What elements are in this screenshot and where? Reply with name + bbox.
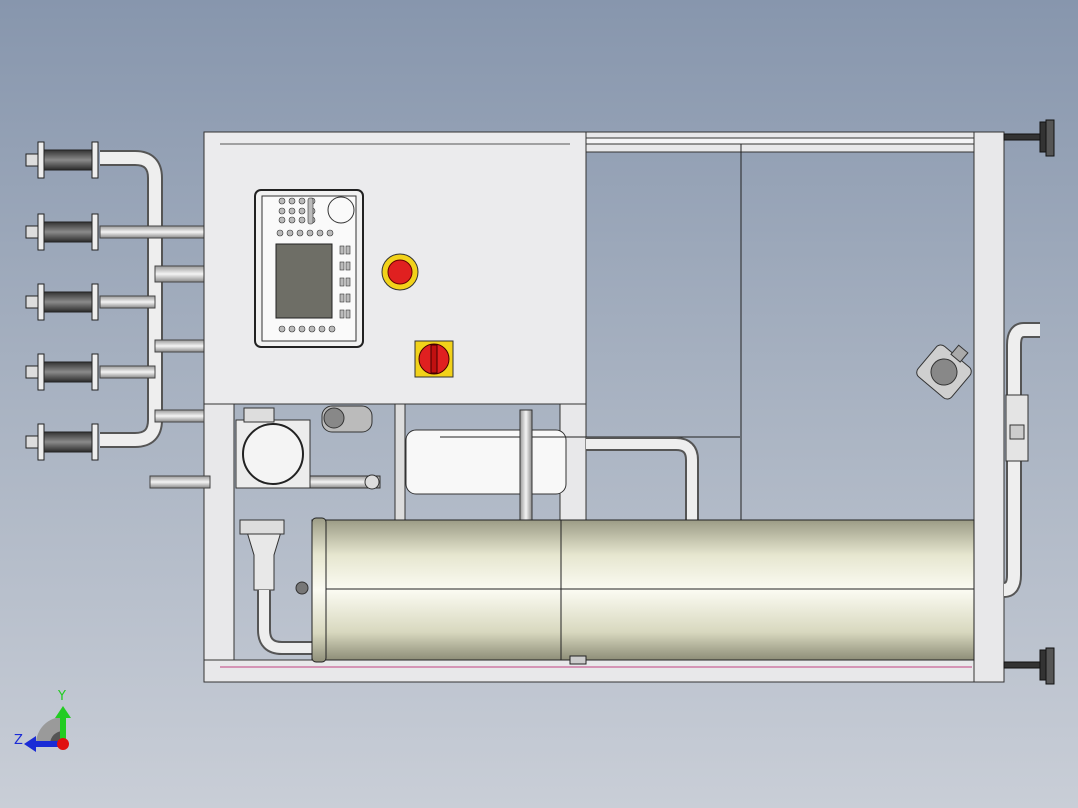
hmi-keypad[interactable] xyxy=(276,197,351,333)
hmi-dpad[interactable] xyxy=(327,196,355,224)
coordinate-triad: Y Z xyxy=(14,689,71,752)
pump-assembly xyxy=(235,405,740,655)
hmi-screen[interactable] xyxy=(275,243,333,319)
y-axis-arrow xyxy=(60,716,66,744)
outlet-piping xyxy=(916,322,1040,598)
leveling-feet xyxy=(1003,119,1055,685)
emergency-stop-button[interactable] xyxy=(381,253,419,291)
valve-actuator xyxy=(916,344,972,400)
z-axis-arrow xyxy=(34,741,62,747)
hmi-panel[interactable] xyxy=(254,189,364,348)
origin-point xyxy=(57,738,69,750)
heat-exchanger-tank xyxy=(311,517,975,665)
main-switch[interactable] xyxy=(414,340,454,378)
inlet-filters xyxy=(25,141,99,461)
inlet-manifold xyxy=(99,150,211,489)
z-axis-label: Z xyxy=(14,733,23,748)
y-axis-label: Y xyxy=(57,689,66,704)
